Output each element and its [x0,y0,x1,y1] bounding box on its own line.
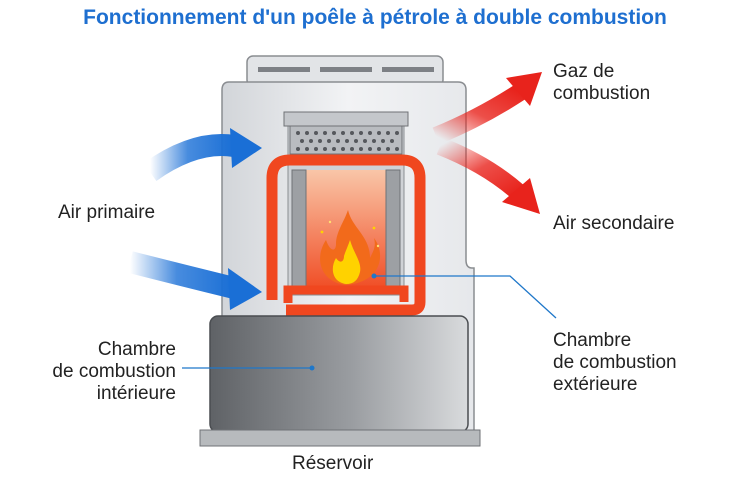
label-air-secondaire: Air secondaire [553,213,675,234]
reservoir-tank [199,315,481,447]
label-chambre-interieure: Chambre de combustion intérieure [52,339,176,404]
primary-air-arrow-bottom [127,251,262,310]
inner-post-right [385,169,401,289]
callout-interior-chamber [182,365,315,371]
callout-exterior-chamber [371,273,557,319]
label-reservoir: Réservoir [292,453,374,474]
outer-combustion-chamber [266,154,426,316]
label-air-primaire: Air primaire [58,202,156,223]
label-gaz-combustion: Gaz de combustion [553,61,651,104]
flame-icon [320,210,381,285]
inner-burner [283,285,409,303]
combustion-gas-arrow [432,72,542,145]
secondary-air-arrow [436,137,540,214]
perforated-plate [283,111,409,155]
inner-post-left [291,169,307,289]
diagram-title: Fonctionnement d'un poêle à pétrole à do… [83,6,667,29]
label-chambre-exterieure: Chambre de combustion extérieure [553,330,677,395]
primary-air-arrow-top [143,128,262,182]
